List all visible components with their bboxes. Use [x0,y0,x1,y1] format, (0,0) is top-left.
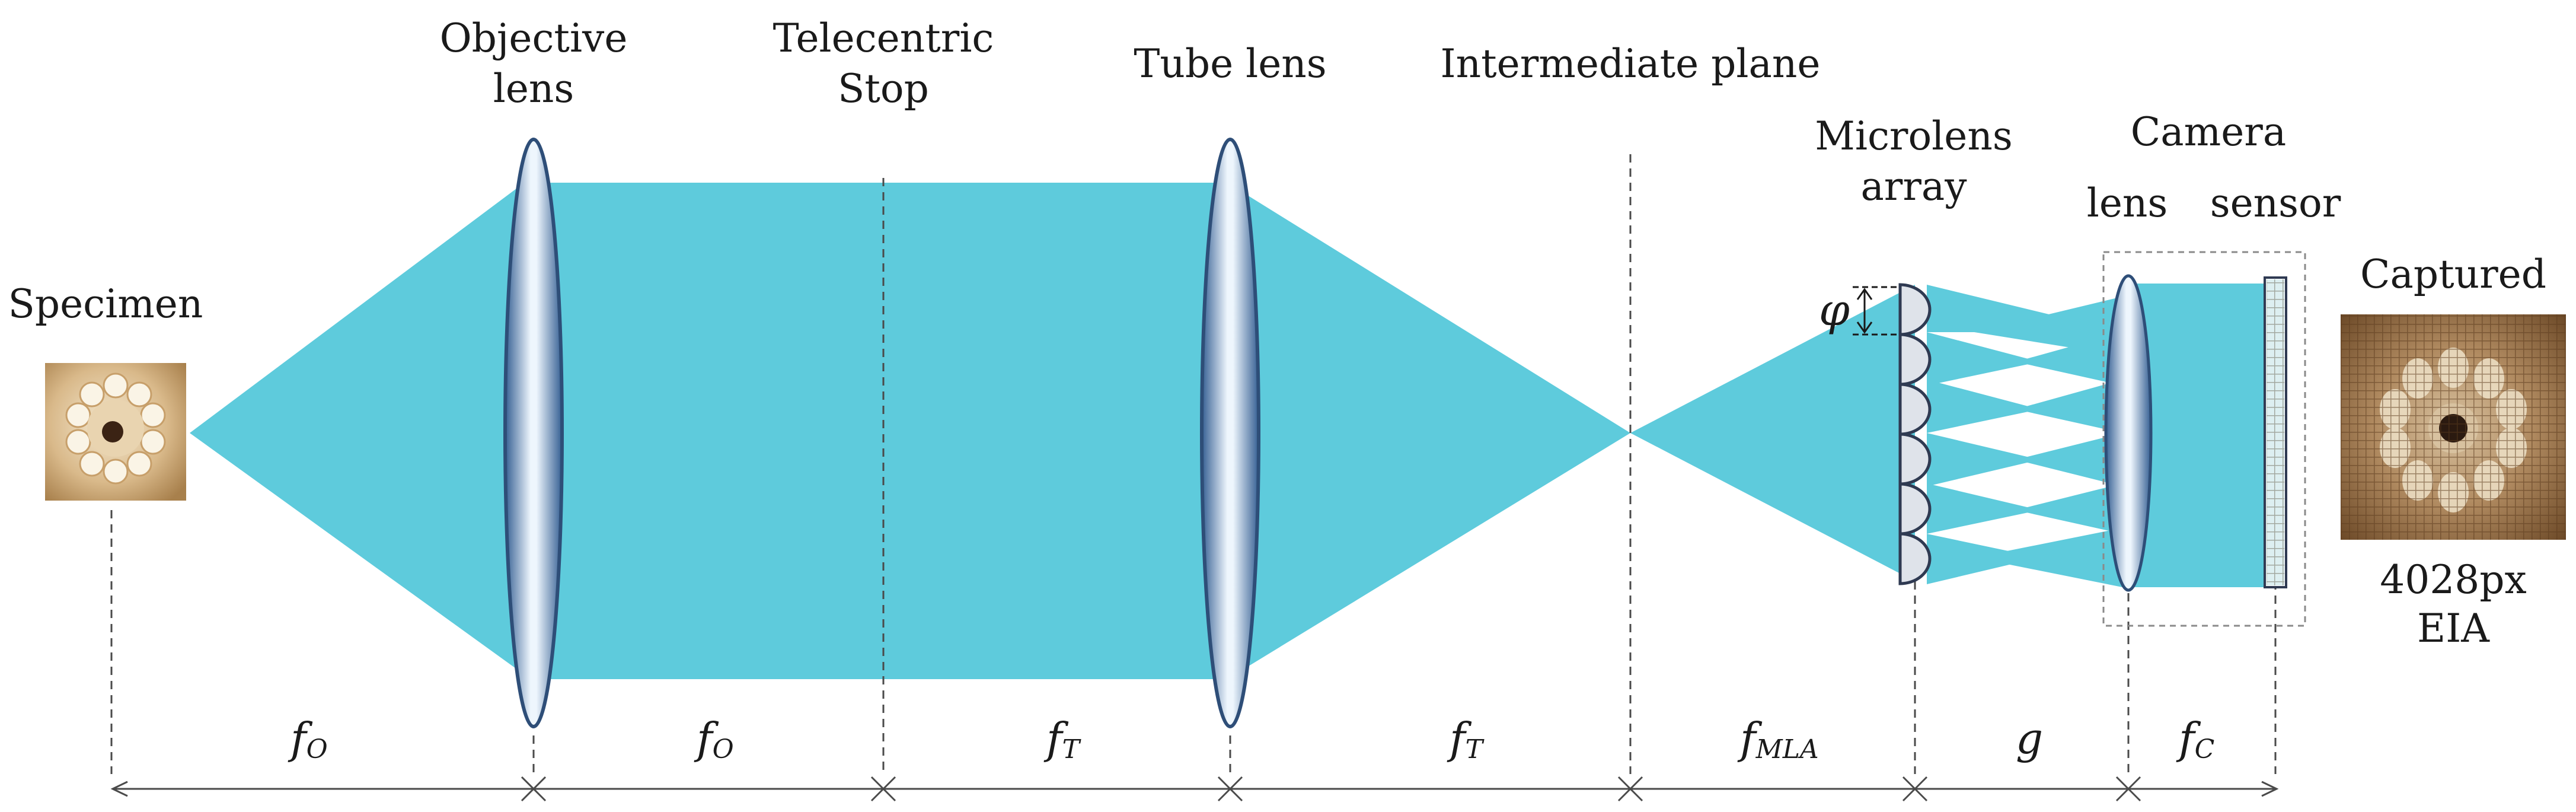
beam-mla-to-camera-lens [1927,285,2122,587]
tube-lens-label: Tube lens [1134,41,1326,87]
specimen-label: Specimen [8,281,203,327]
pitch-indicator [1853,286,1900,336]
tick-telecentric [870,776,896,802]
captured-kind-label: EIA [2417,606,2490,651]
microlens-label-line1: Microlens [1815,113,2012,159]
tick-mla [1902,776,1928,802]
camera-lens-label: lens [2087,180,2168,226]
camera-sensor-label: sensor [2210,180,2341,226]
camera-label: Camera [2131,109,2286,155]
beam-intermediate-to-mla [1630,285,1915,581]
light-beam [190,178,2271,679]
beam-specimen-to-objective [190,178,531,679]
microlens-array [1898,283,1932,585]
distance-label-fo-2: fO [694,714,734,765]
specimen-image [45,363,186,501]
pitch-symbol: φ [1819,285,1850,336]
tube-lens [1200,138,1260,728]
distance-label-fmla: fMLA [1737,714,1819,765]
objective-label-line1: Objective [440,15,628,61]
baseline-ticks [521,776,2141,802]
telecentric-label-line1: Telecentric [773,15,994,61]
objective-label-line2: lens [493,66,574,112]
intermediate-plane-label: Intermediate plane [1441,41,1821,87]
tick-camera-lens [2115,776,2141,802]
camera-sensor [2264,276,2287,588]
telecentric-label-line2: Stop [838,66,929,112]
reference-lines [110,154,2277,774]
camera-box [2102,251,2306,627]
beam-tube-to-intermediate [1227,183,1630,679]
component-labels: Objective lens Telecentric Stop Tube len… [8,15,2546,651]
tick-objective [521,776,547,802]
distance-label-ft-1: fT [1043,714,1082,765]
tick-intermediate [1617,776,1643,802]
captured-label: Captured [2360,251,2546,297]
captured-eia-image [2341,314,2566,540]
camera-lens [2104,274,2153,592]
objective-lens [503,138,564,728]
distance-label-g: g [2016,714,2043,763]
distance-label-fo-1: fO [288,714,328,765]
distance-label-fc: fC [2176,714,2214,765]
captured-size-label: 4028px [2380,557,2526,603]
baseline-axis [110,781,2279,797]
distance-label-ft-2: fT [1447,714,1485,765]
beam-collimated [522,183,1239,679]
microlens-label-line2: array [1860,164,1967,209]
tick-tube [1217,776,1243,802]
